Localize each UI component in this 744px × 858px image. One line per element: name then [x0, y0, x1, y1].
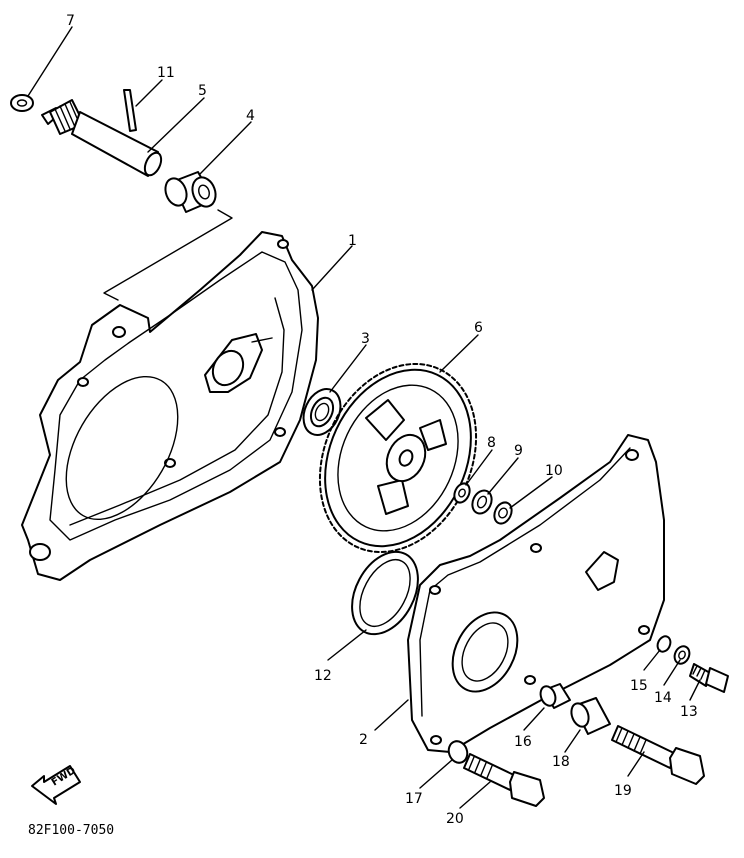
- label-2: 2: [359, 732, 368, 748]
- part-5-shaft: [41, 99, 163, 177]
- part-6-gear: [318, 362, 478, 554]
- label-15: 15: [630, 678, 648, 694]
- label-19: 19: [614, 783, 632, 799]
- label-7: 7: [66, 13, 75, 29]
- label-8: 8: [487, 435, 496, 451]
- label-17: 17: [405, 791, 423, 807]
- label-5: 5: [198, 83, 207, 99]
- part-2-front-cover: [407, 434, 665, 753]
- part-13-bolt: [689, 663, 729, 693]
- diagram-caption: 82F100-7050: [28, 823, 114, 838]
- part-10-washer: [493, 501, 513, 525]
- label-12: 12: [314, 668, 332, 684]
- part-number-labels: 7 11 5 4 1 3 6 8 9 10 12 2 15 14 13 16 1…: [66, 13, 698, 827]
- part-1-housing-cover: [21, 231, 319, 581]
- label-9: 9: [514, 443, 523, 459]
- label-16: 16: [514, 734, 532, 750]
- part-18-collar: [570, 697, 611, 735]
- label-10: 10: [545, 463, 563, 479]
- label-20: 20: [446, 811, 464, 827]
- part-17-dowel: [447, 740, 469, 764]
- leader-lines: [27, 26, 701, 809]
- part-19-bolt: [611, 725, 705, 785]
- label-6: 6: [474, 320, 483, 336]
- part-12-o-ring: [351, 550, 419, 636]
- label-13: 13: [680, 704, 698, 720]
- label-11: 11: [157, 65, 175, 81]
- part-9-washer: [471, 489, 493, 515]
- label-1: 1: [348, 233, 357, 249]
- part-15-washer: [656, 635, 672, 653]
- forward-direction-arrow-icon: FWD: [31, 765, 81, 805]
- label-4: 4: [246, 108, 255, 124]
- part-4-bushing: [164, 171, 217, 213]
- part-16-dowel: [539, 683, 571, 709]
- part-11-pin: [123, 89, 137, 132]
- part-20-bolt: [463, 753, 545, 807]
- part-14-washer: [673, 645, 691, 665]
- part-7-washer: [10, 94, 34, 112]
- label-18: 18: [552, 754, 570, 770]
- label-3: 3: [361, 331, 370, 347]
- label-14: 14: [654, 690, 672, 706]
